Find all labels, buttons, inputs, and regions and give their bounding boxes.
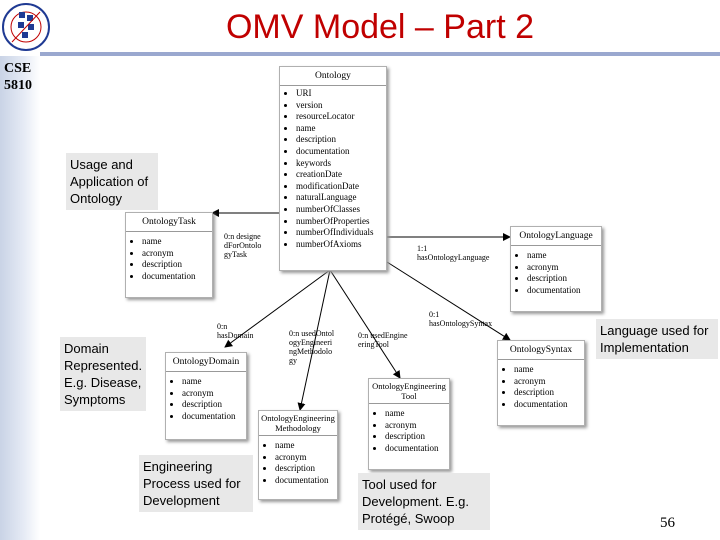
attribute: description xyxy=(182,399,242,411)
attribute: description xyxy=(385,431,445,443)
attribute: name xyxy=(514,364,580,376)
note-usage: Usage and Application of Ontology xyxy=(66,153,158,210)
class-ontology-language: OntologyLanguage name acronym descriptio… xyxy=(510,226,602,312)
attribute: description xyxy=(142,259,208,271)
attribute: acronym xyxy=(527,262,597,274)
attribute: documentation xyxy=(275,475,333,487)
title-divider xyxy=(40,52,720,56)
attribute: name xyxy=(142,236,208,248)
attribute: description xyxy=(296,134,382,146)
note-language: Language used for Implementation xyxy=(596,319,718,359)
attribute: creationDate xyxy=(296,169,382,181)
attribute: numberOfProperties xyxy=(296,216,382,228)
attribute: documentation xyxy=(527,285,597,297)
class-title: OntologyTask xyxy=(126,213,212,232)
class-title: OntologyLanguage xyxy=(511,227,601,246)
attribute: name xyxy=(182,376,242,388)
attribute: documentation xyxy=(514,399,580,411)
class-title: Ontology xyxy=(280,67,386,86)
relation-label-designed-for-task: 0:n designedForOntologyTask xyxy=(224,232,262,259)
class-ontology: Ontology URI version resourceLocator nam… xyxy=(279,66,387,271)
class-title: OntologyDomain xyxy=(166,353,246,372)
relation-label-has-language: 1:1 hasOntologyLanguage xyxy=(417,244,490,262)
attribute: acronym xyxy=(182,388,242,400)
class-ontology-syntax: OntologySyntax name acronym description … xyxy=(497,340,585,426)
attribute: name xyxy=(296,123,382,135)
class-ontology-task: OntologyTask name acronym description do… xyxy=(125,212,213,298)
attribute: version xyxy=(296,100,382,112)
attribute: name xyxy=(275,440,333,452)
attribute: documentation xyxy=(182,411,242,423)
class-ontology-domain: OntologyDomain name acronym description … xyxy=(165,352,247,440)
note-domain: Domain Represented. E.g. Disease, Sympto… xyxy=(60,337,146,411)
attribute: documentation xyxy=(142,271,208,283)
university-logo-icon xyxy=(2,3,50,51)
relation-label-has-syntax: 0:1 hasOntologySyntax xyxy=(429,310,493,328)
attribute: name xyxy=(527,250,597,262)
class-ontology-engineering-methodology: OntologyEngineeringMethodology name acro… xyxy=(258,410,338,500)
attribute: keywords xyxy=(296,158,382,170)
attribute: description xyxy=(275,463,333,475)
slide-title: OMV Model – Part 2 xyxy=(225,8,534,46)
attribute: documentation xyxy=(385,443,445,455)
course-code: CSE 5810 xyxy=(4,61,32,93)
class-title: OntologyEngineeringTool xyxy=(369,379,449,404)
relation-label-used-methodology: 0:n usedOntologyEngineeringMethodology xyxy=(289,329,335,365)
attribute: URI xyxy=(296,88,382,100)
attribute: modificationDate xyxy=(296,181,382,193)
attribute: acronym xyxy=(275,452,333,464)
attribute: name xyxy=(385,408,445,420)
attribute: description xyxy=(514,387,580,399)
attribute: naturalLanguage xyxy=(296,192,382,204)
attribute: acronym xyxy=(385,420,445,432)
sidebar-gradient xyxy=(0,56,40,540)
attribute: resourceLocator xyxy=(296,111,382,123)
class-ontology-engineering-tool: OntologyEngineeringTool name acronym des… xyxy=(368,378,450,470)
attribute: documentation xyxy=(296,146,382,158)
attribute: numberOfIndividuals xyxy=(296,227,382,239)
attribute: acronym xyxy=(142,248,208,260)
relation-label-used-tool: 0:n usedEngineeringTool xyxy=(358,331,408,349)
class-title: OntologyEngineeringMethodology xyxy=(259,411,337,436)
attribute: description xyxy=(527,273,597,285)
note-tool: Tool used for Development. E.g. Protégé,… xyxy=(358,473,490,530)
page-number: 56 xyxy=(660,515,675,531)
attribute: acronym xyxy=(514,376,580,388)
note-engineering: Engineering Process used for Development xyxy=(139,455,253,512)
relation-label-has-domain: 0:n hasDomain xyxy=(217,322,254,340)
attribute: numberOfAxioms xyxy=(296,239,382,251)
attribute: numberOfClasses xyxy=(296,204,382,216)
class-title: OntologySyntax xyxy=(498,341,584,360)
